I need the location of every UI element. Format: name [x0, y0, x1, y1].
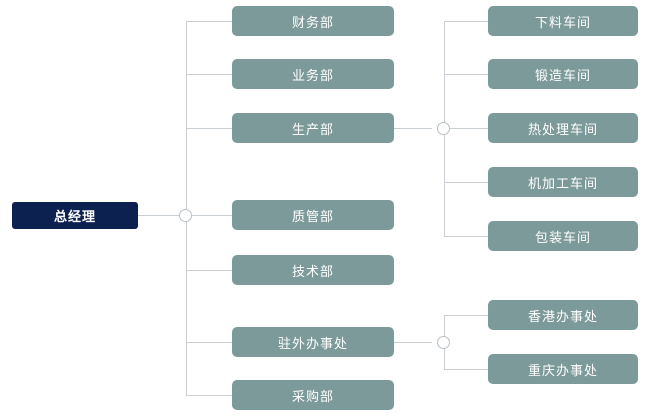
joint-root [179, 209, 192, 222]
connector-root-to-joint [138, 215, 180, 216]
connector-dept-1 [186, 74, 232, 75]
connector-workshop-0 [444, 21, 488, 22]
connector-dept-0 [186, 21, 232, 22]
connector-offices-to-joint [394, 342, 432, 343]
connector-workshop-1 [444, 74, 488, 75]
connector-dept-5 [186, 342, 232, 343]
joint-production [437, 122, 450, 135]
node-workshop-baozhuang[interactable]: 包装车间 [488, 221, 638, 251]
node-label: 驻外办事处 [277, 335, 348, 351]
node-label: 机加工车间 [527, 175, 598, 191]
node-workshop-jijiagong[interactable]: 机加工车间 [488, 167, 638, 197]
node-label: 技术部 [291, 263, 334, 279]
node-label: 质管部 [291, 208, 334, 224]
connector-office-0 [444, 315, 488, 316]
connector-office-1 [444, 369, 488, 370]
node-label: 包装车间 [534, 229, 591, 245]
joint-offices [437, 336, 450, 349]
node-label: 热处理车间 [527, 121, 598, 137]
node-label: 下料车间 [534, 14, 591, 30]
node-dept-jishu[interactable]: 技术部 [232, 255, 394, 285]
connector-workshop-2 [450, 128, 488, 129]
node-workshop-duanzao[interactable]: 锻造车间 [488, 59, 638, 89]
node-root[interactable]: 总经理 [12, 202, 138, 229]
node-dept-shengchan[interactable]: 生产部 [232, 113, 394, 143]
connector-production-to-joint [394, 128, 432, 129]
node-root-label: 总经理 [53, 209, 96, 224]
connector-workshop-3 [444, 182, 488, 183]
node-office-chongqing[interactable]: 重庆办事处 [488, 354, 638, 384]
node-label: 重庆办事处 [527, 362, 598, 378]
node-label: 业务部 [291, 67, 334, 83]
node-dept-zhuwai[interactable]: 驻外办事处 [232, 327, 394, 357]
node-workshop-xialiao[interactable]: 下料车间 [488, 6, 638, 36]
node-dept-caigou[interactable]: 采购部 [232, 380, 394, 410]
connector-dept-4 [186, 270, 232, 271]
connector-dept-6 [186, 395, 232, 396]
node-label: 锻造车间 [534, 67, 591, 83]
connector-dept-3 [192, 215, 232, 216]
node-office-xianggang[interactable]: 香港办事处 [488, 300, 638, 330]
connector-departments-spine [186, 21, 187, 395]
connector-dept-2 [186, 128, 232, 129]
node-dept-zhiguan[interactable]: 质管部 [232, 200, 394, 230]
node-workshop-rechuli[interactable]: 热处理车间 [488, 113, 638, 143]
connector-workshop-4 [444, 236, 488, 237]
node-label: 生产部 [291, 121, 334, 137]
node-label: 财务部 [291, 14, 334, 30]
node-dept-caiwu[interactable]: 财务部 [232, 6, 394, 36]
node-label: 采购部 [291, 388, 334, 404]
node-label: 香港办事处 [527, 308, 598, 324]
node-dept-yewu[interactable]: 业务部 [232, 59, 394, 89]
